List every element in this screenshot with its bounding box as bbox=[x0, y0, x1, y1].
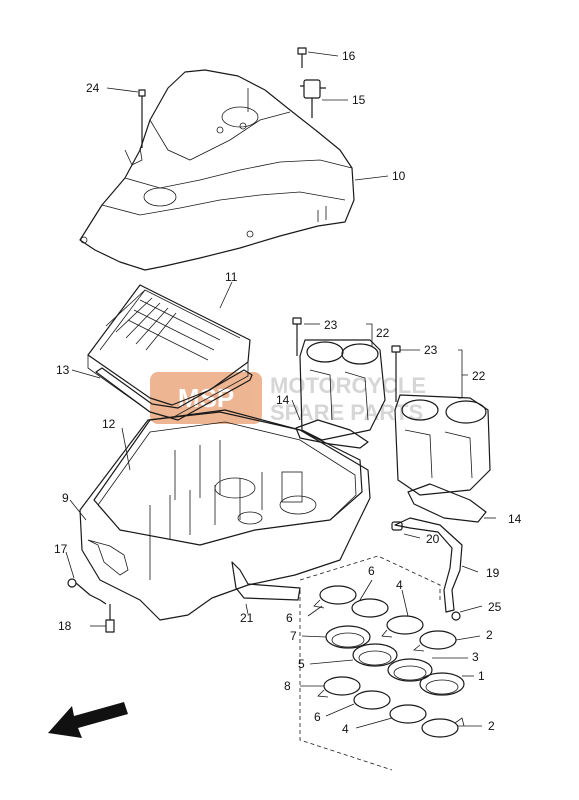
bolt-18 bbox=[105, 604, 115, 633]
joint-5 bbox=[352, 643, 398, 667]
clamp-6-top bbox=[313, 585, 357, 609]
clamp-6-mid bbox=[351, 598, 389, 618]
callout-3: 3 bbox=[472, 650, 479, 664]
callout-4-bottom: 4 bbox=[342, 722, 349, 736]
sensor-15 bbox=[300, 79, 326, 118]
callout-17: 17 bbox=[54, 542, 68, 556]
callout-6-top: 6 bbox=[368, 564, 375, 578]
tube-21 bbox=[231, 561, 301, 601]
watermark: MSP MOTORCYCLE SPARE PARTS bbox=[150, 372, 426, 425]
funnel-left bbox=[299, 339, 386, 441]
air-case-cover bbox=[79, 69, 355, 271]
joint-7 bbox=[325, 625, 371, 649]
callout-22-left: 22 bbox=[376, 326, 390, 340]
bracket-17 bbox=[67, 578, 107, 605]
callout-23-right: 23 bbox=[424, 343, 438, 357]
callout-16: 16 bbox=[342, 49, 356, 63]
clamp-20 bbox=[391, 521, 403, 531]
callout-7: 7 bbox=[290, 629, 297, 643]
clamp-2-top bbox=[413, 630, 457, 652]
callout-21: 21 bbox=[240, 611, 254, 625]
bolt-16 bbox=[297, 47, 307, 68]
bolt-23-left bbox=[292, 317, 302, 356]
callout-13: 13 bbox=[56, 363, 70, 377]
clamp-8 bbox=[317, 676, 361, 698]
callout-24: 24 bbox=[86, 81, 100, 95]
clamp-4-top bbox=[381, 615, 424, 638]
callout-22-right: 22 bbox=[472, 369, 486, 383]
watermark-line2: SPARE PARTS bbox=[270, 400, 423, 425]
leader-lines bbox=[65, 51, 496, 729]
callout-4-top: 4 bbox=[396, 578, 403, 592]
joint-1 bbox=[419, 672, 465, 696]
callout-5: 5 bbox=[298, 657, 305, 671]
callout-23-left: 23 bbox=[324, 318, 338, 332]
air-filter-case bbox=[79, 411, 371, 621]
gasket-14-left bbox=[295, 419, 369, 449]
hose-19 bbox=[394, 517, 463, 613]
bolt-23-right bbox=[391, 345, 401, 402]
alignment-lines bbox=[299, 555, 441, 771]
clip-25 bbox=[451, 611, 461, 621]
bolt-24 bbox=[138, 89, 146, 148]
clamp-6-bottom bbox=[353, 690, 391, 710]
callout-2-bottom: 2 bbox=[488, 719, 495, 733]
callout-9: 9 bbox=[62, 491, 69, 505]
callout-18: 18 bbox=[58, 619, 72, 633]
callout-6-mid: 6 bbox=[286, 611, 293, 625]
callout-2-top: 2 bbox=[486, 628, 493, 642]
callout-1: 1 bbox=[478, 669, 485, 683]
svg-text:MSP: MSP bbox=[178, 383, 234, 413]
callout-12: 12 bbox=[102, 417, 116, 431]
clamp-2-bottom bbox=[421, 717, 465, 738]
clamp-4-bottom bbox=[389, 704, 427, 724]
callout-10: 10 bbox=[392, 169, 406, 183]
callout-14-left: 14 bbox=[276, 393, 290, 407]
callout-25: 25 bbox=[488, 600, 502, 614]
callout-8: 8 bbox=[284, 679, 291, 693]
seal-12 bbox=[93, 409, 363, 546]
callout-14-right: 14 bbox=[508, 512, 522, 526]
callout-6-bottom: 6 bbox=[314, 710, 321, 724]
watermark-logo: MSP bbox=[150, 372, 262, 424]
front-arrow-icon bbox=[48, 702, 128, 738]
watermark-line1: MOTORCYCLE bbox=[270, 373, 426, 398]
gasket-13 bbox=[95, 367, 253, 421]
callout-15: 15 bbox=[352, 93, 366, 107]
gasket-14-right bbox=[407, 483, 487, 523]
callout-11: 11 bbox=[225, 270, 238, 284]
callout-19: 19 bbox=[486, 566, 500, 580]
joint-3 bbox=[387, 658, 433, 682]
funnel-right bbox=[394, 394, 491, 496]
callout-labels: 24 16 15 10 11 23 22 23 22 13 14 12 9 14… bbox=[54, 49, 522, 736]
callout-20: 20 bbox=[426, 532, 440, 546]
